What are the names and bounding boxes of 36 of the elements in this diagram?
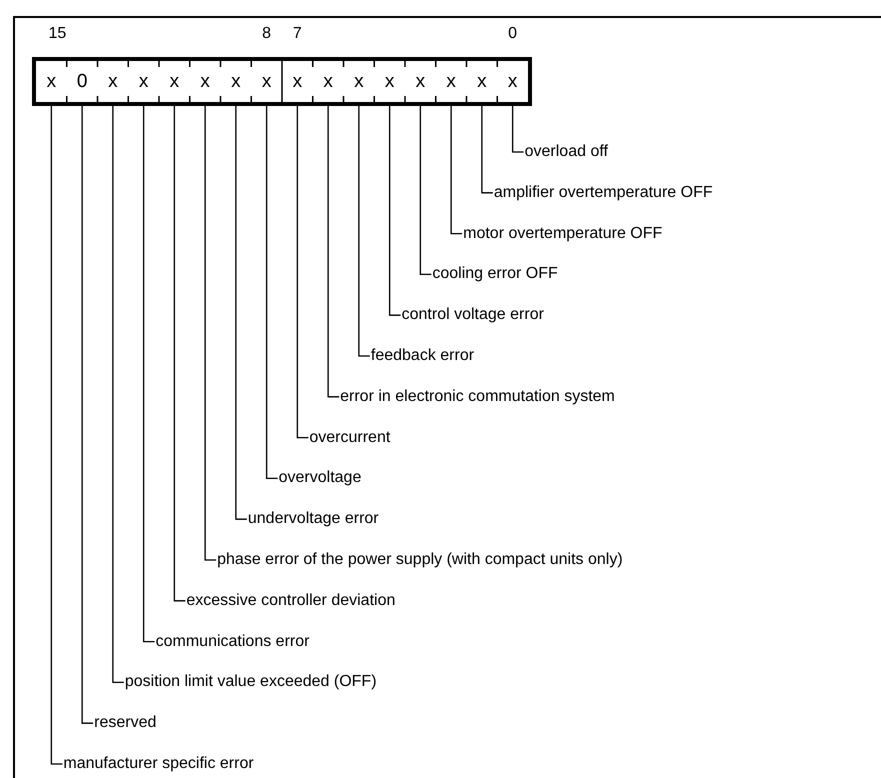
bit-number: 15 xyxy=(47,24,68,44)
bit-description: overcurrent xyxy=(309,428,390,448)
bit-number: 8 xyxy=(261,24,272,44)
bit-description: excessive controller deviation xyxy=(186,590,396,611)
bit-value: x xyxy=(36,61,67,102)
bit-description: overload off xyxy=(524,142,608,162)
bit-description: amplifier overtemperature OFF xyxy=(494,182,713,203)
bit-value: x xyxy=(159,61,190,102)
bit-value: x xyxy=(374,61,405,102)
bit-value: x xyxy=(282,61,313,102)
bit-description: reserved xyxy=(94,713,156,734)
bit-description: undervoltage error xyxy=(248,509,379,530)
bit-value: x xyxy=(344,61,374,102)
bit-value: x xyxy=(312,61,344,102)
bit-description: motor overtemperature OFF xyxy=(463,224,662,244)
bit-value: x xyxy=(190,61,220,102)
bit-value: x xyxy=(251,61,282,102)
bit-value: x xyxy=(466,61,498,102)
bit-number: 0 xyxy=(507,24,518,44)
bit-value: x xyxy=(98,61,128,102)
bit-description: communications error xyxy=(156,632,310,652)
bit-value: x xyxy=(220,61,252,102)
bit-value: x xyxy=(436,61,466,102)
bit-value: x xyxy=(497,61,528,102)
bit-number: 7 xyxy=(292,24,303,44)
bit-description: error in electronic commutation system xyxy=(340,386,615,407)
bit-description: position limit value exceeded (OFF) xyxy=(124,672,377,692)
bit-description: cooling error OFF xyxy=(432,264,558,284)
bit-value: 0 xyxy=(66,61,98,102)
bit-description: control voltage error xyxy=(402,305,544,326)
bit-description: feedback error xyxy=(370,346,474,366)
bit-description: overvoltage xyxy=(278,468,362,488)
bit-value: x xyxy=(405,61,436,102)
bit-description: phase error of the power supply (with compact units only) xyxy=(217,550,623,570)
bit-description: manufacturer specific error xyxy=(63,754,254,774)
bit-value: x xyxy=(128,61,159,102)
